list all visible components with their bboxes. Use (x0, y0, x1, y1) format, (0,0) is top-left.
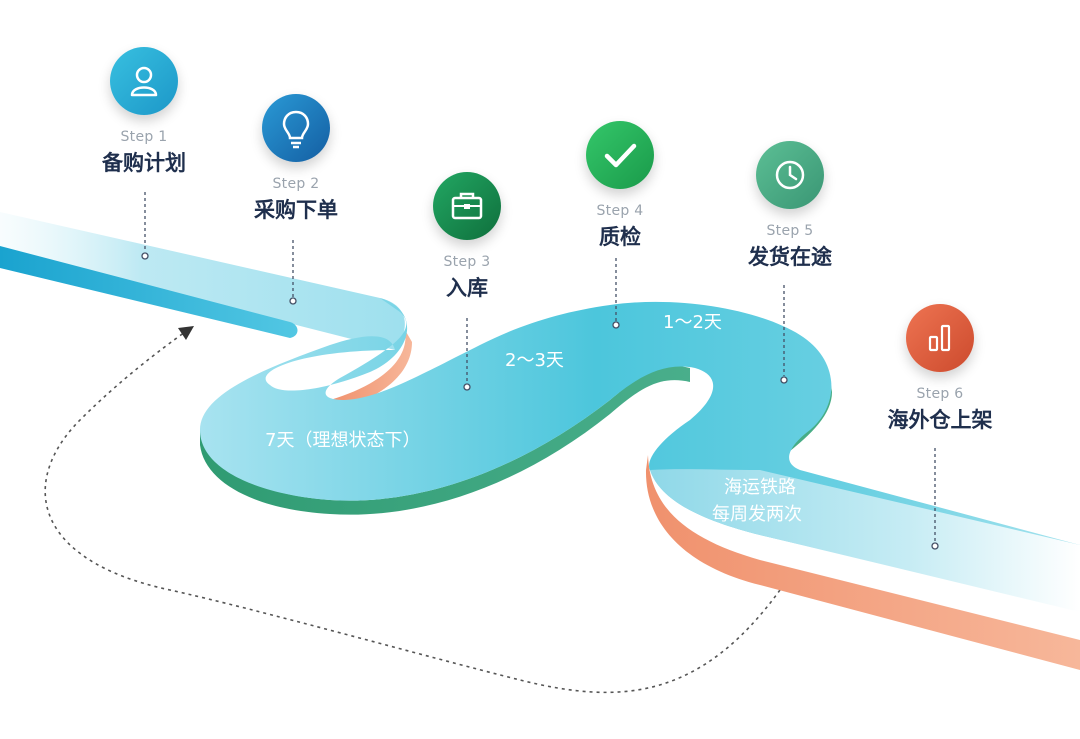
step-title: 海外仓上架 (887, 408, 993, 432)
lightbulb-icon (262, 94, 330, 162)
step-title: 采购下单 (254, 198, 338, 222)
return-loop-line (44, 331, 781, 694)
clock-icon (756, 141, 824, 209)
step-number: Step 4 (596, 203, 644, 219)
step-number: Step 1 (120, 129, 168, 145)
step-number: Step 6 (916, 386, 964, 402)
duration-label-2: 2～3天 (505, 350, 564, 371)
step-number: Step 5 (766, 223, 814, 239)
check-icon (586, 121, 654, 189)
duration-label-4b: 每周发两次 (712, 504, 802, 525)
road-left-stripe (0, 246, 298, 338)
step-4: Step 4 质检 (550, 121, 690, 251)
road-right-exit (650, 469, 1080, 612)
step-title: 入库 (446, 276, 488, 300)
step-number: Step 2 (272, 176, 320, 192)
connector-lines (144, 192, 936, 542)
user-icon (110, 47, 178, 115)
bar-chart-icon (906, 304, 974, 372)
step-3: Step 3 入库 (397, 172, 537, 302)
road-side-green-main (200, 365, 690, 515)
step-title: 质检 (599, 225, 641, 249)
step-6: Step 6 海外仓上架 (870, 304, 1010, 434)
connector-dots (141, 252, 939, 550)
step-number: Step 3 (443, 254, 491, 270)
step-1: Step 1 备购计划 (74, 47, 214, 177)
duration-label-4a: 海运铁路 (724, 477, 796, 498)
return-arrow-icon (178, 326, 194, 340)
step-5: Step 5 发货在途 (720, 141, 860, 271)
step-2: Step 2 采购下单 (226, 94, 366, 224)
duration-label-1: 7天（理想状态下） (265, 430, 421, 451)
road-left-entry (0, 212, 405, 350)
step-title: 发货在途 (748, 245, 832, 269)
briefcase-icon (433, 172, 501, 240)
duration-label-3: 1～2天 (663, 312, 722, 333)
step-title: 备购计划 (102, 151, 186, 175)
road-side-orange-2 (645, 455, 1080, 670)
